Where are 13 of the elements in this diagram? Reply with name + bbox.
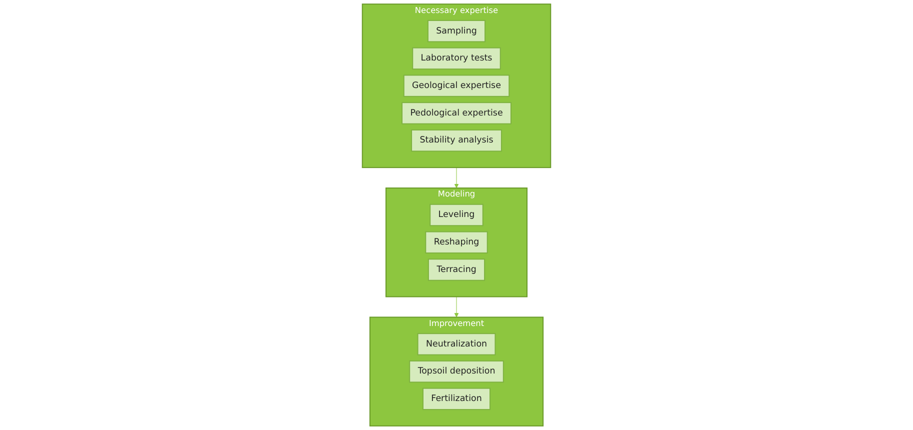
node-box: Leveling [430,204,484,226]
node-box: Pedological expertise [402,102,512,124]
node-box: Neutralization [417,333,496,356]
node-box: Reshaping [425,231,488,254]
node-box: Geological expertise [403,74,510,97]
node-box: Fertilization [422,388,491,410]
node-box: Terracing [428,258,486,281]
arrow [454,167,459,188]
node-box: Laboratory tests [412,47,501,70]
node-box: Topsoil deposition [409,360,504,383]
arrow [454,296,459,318]
node-box: Sampling [427,20,486,42]
node-box: Stability analysis [411,129,502,152]
